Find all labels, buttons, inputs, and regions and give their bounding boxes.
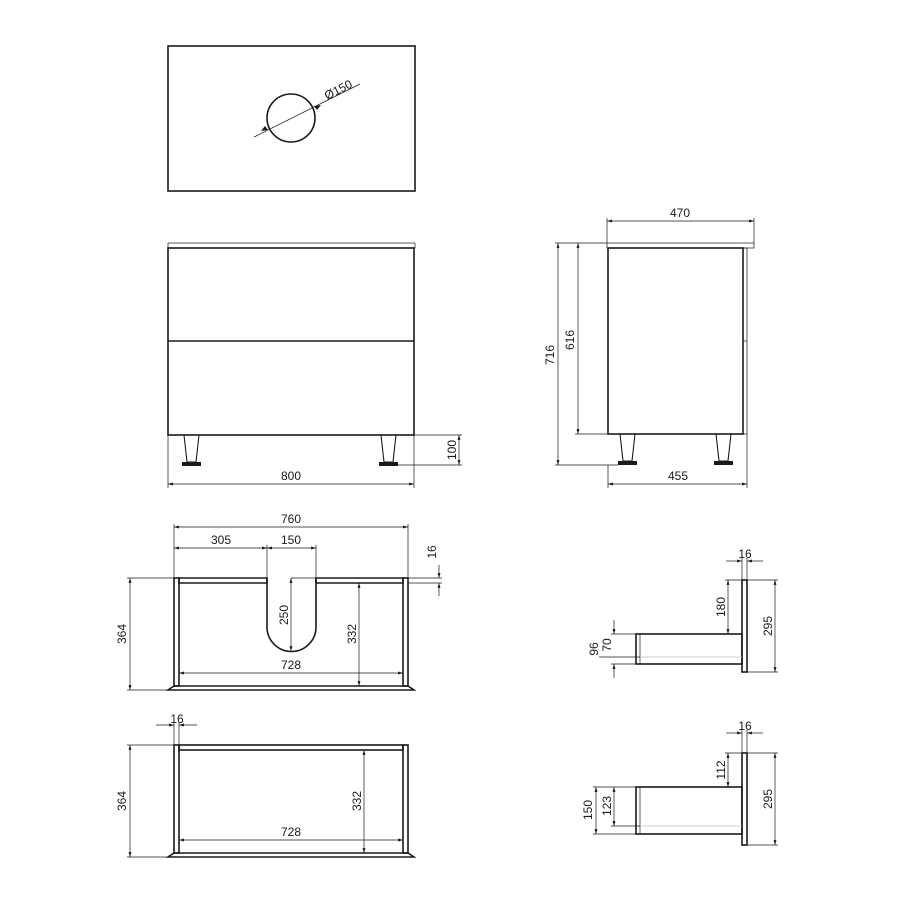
top-view: Ø150: [167, 45, 416, 192]
side-height-label: 150: [581, 800, 595, 820]
front-width-label: 800: [281, 469, 301, 483]
panel-thickness-label: 16: [425, 545, 439, 559]
cutout-offset-label: 305: [211, 533, 231, 547]
side-height-label: 96: [587, 642, 601, 656]
leg-foot-left: [182, 462, 201, 466]
leg-foot-right: [379, 462, 398, 466]
inner-depth-label: 332: [345, 624, 359, 644]
cutout-depth-label: 250: [277, 605, 291, 625]
basin-hole: [266, 93, 316, 143]
front-height-label: 295: [761, 789, 775, 809]
outer-depth-label: 364: [115, 624, 129, 644]
side-body: [607, 247, 744, 435]
countertop-outline: [167, 45, 416, 192]
diameter-leader: [253, 83, 361, 138]
drawer-top-section: 16 180 295 96 70: [587, 547, 778, 678]
panel-thickness-label: 16: [738, 719, 752, 733]
drawer-front-panel: [741, 579, 748, 673]
side-view: 470 455 716 616: [543, 206, 755, 488]
side-leg-front: [715, 433, 732, 462]
total-height-label: 716: [543, 345, 557, 365]
outer-depth-label: 364: [115, 791, 129, 811]
inner-height-label: 123: [600, 796, 614, 816]
upper-gap-label: 112: [714, 760, 728, 779]
inner-depth-label: 332: [350, 791, 364, 811]
leg-left: [183, 434, 200, 463]
front-height-label: 295: [761, 616, 775, 636]
inner-height-label: 70: [600, 638, 614, 652]
body-height-label: 616: [563, 330, 577, 350]
upper-gap-label: 180: [714, 597, 728, 617]
hole-diameter-label: Ø150: [322, 77, 355, 103]
outer-width-label: 760: [281, 512, 301, 526]
drawer-side-panel: [635, 786, 743, 835]
side-leg-back: [619, 433, 636, 462]
front-view: 800 100: [167, 242, 462, 488]
drawer-side-panel: [635, 633, 743, 665]
drawer-bottom-section: 16 112 295 150 123: [581, 719, 778, 846]
drawer-top-plan: 760 305 150 16 364 250 332 728: [115, 512, 442, 691]
inner-width-label: 728: [281, 658, 301, 672]
drawer-bottom-plan: 16 364 332 728: [115, 712, 417, 858]
cutout-width-label: 150: [281, 533, 301, 547]
body-depth-label: 455: [668, 469, 688, 483]
panel-thickness-label: 16: [170, 712, 184, 726]
panel-thickness-label: 16: [738, 547, 752, 561]
top-depth-label: 470: [670, 206, 690, 220]
inner-width-label: 728: [281, 825, 301, 839]
siphon-cutout: [266, 578, 317, 653]
leg-height-label: 100: [445, 440, 459, 460]
drawer-bottom-edge: [165, 685, 417, 691]
leg-right: [380, 434, 397, 463]
